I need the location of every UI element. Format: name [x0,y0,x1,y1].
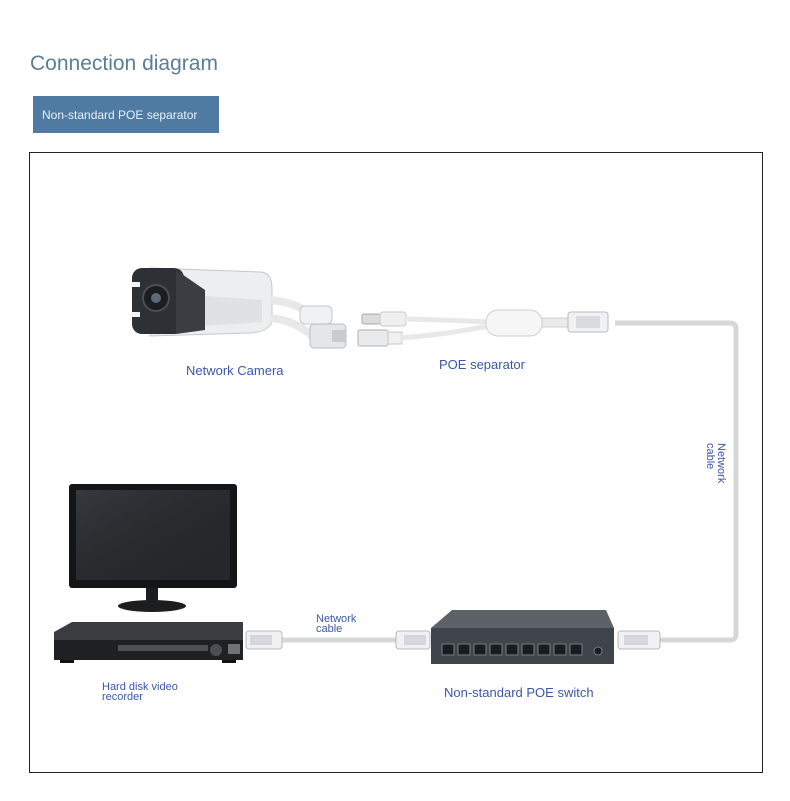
rj45-plug-recorder [245,630,283,650]
page-title: Connection diagram [30,52,218,75]
diagram-frame [29,152,763,773]
camera-icon [132,267,347,349]
label-network-camera: Network Camera [186,363,284,378]
label-network-cable-right: Network cable [704,443,727,484]
label-poe-switch: Non-standard POE switch [444,685,594,700]
rj45-plug-switch-right [617,630,661,650]
label-hard-disk-recorder: Hard disk video recorder [102,681,178,703]
recorder-icon [54,622,243,663]
poe-separator-icon [357,309,609,347]
monitor-icon [69,484,237,612]
poe-switch-icon [431,610,614,664]
label-poe-separator: POE separator [439,357,525,372]
rj45-plug-switch-left [395,630,431,650]
network-cable-right [615,320,739,643]
section-badge: Non-standard POE separator [33,96,219,133]
label-network-cable-bottom: Network cable [316,613,357,635]
